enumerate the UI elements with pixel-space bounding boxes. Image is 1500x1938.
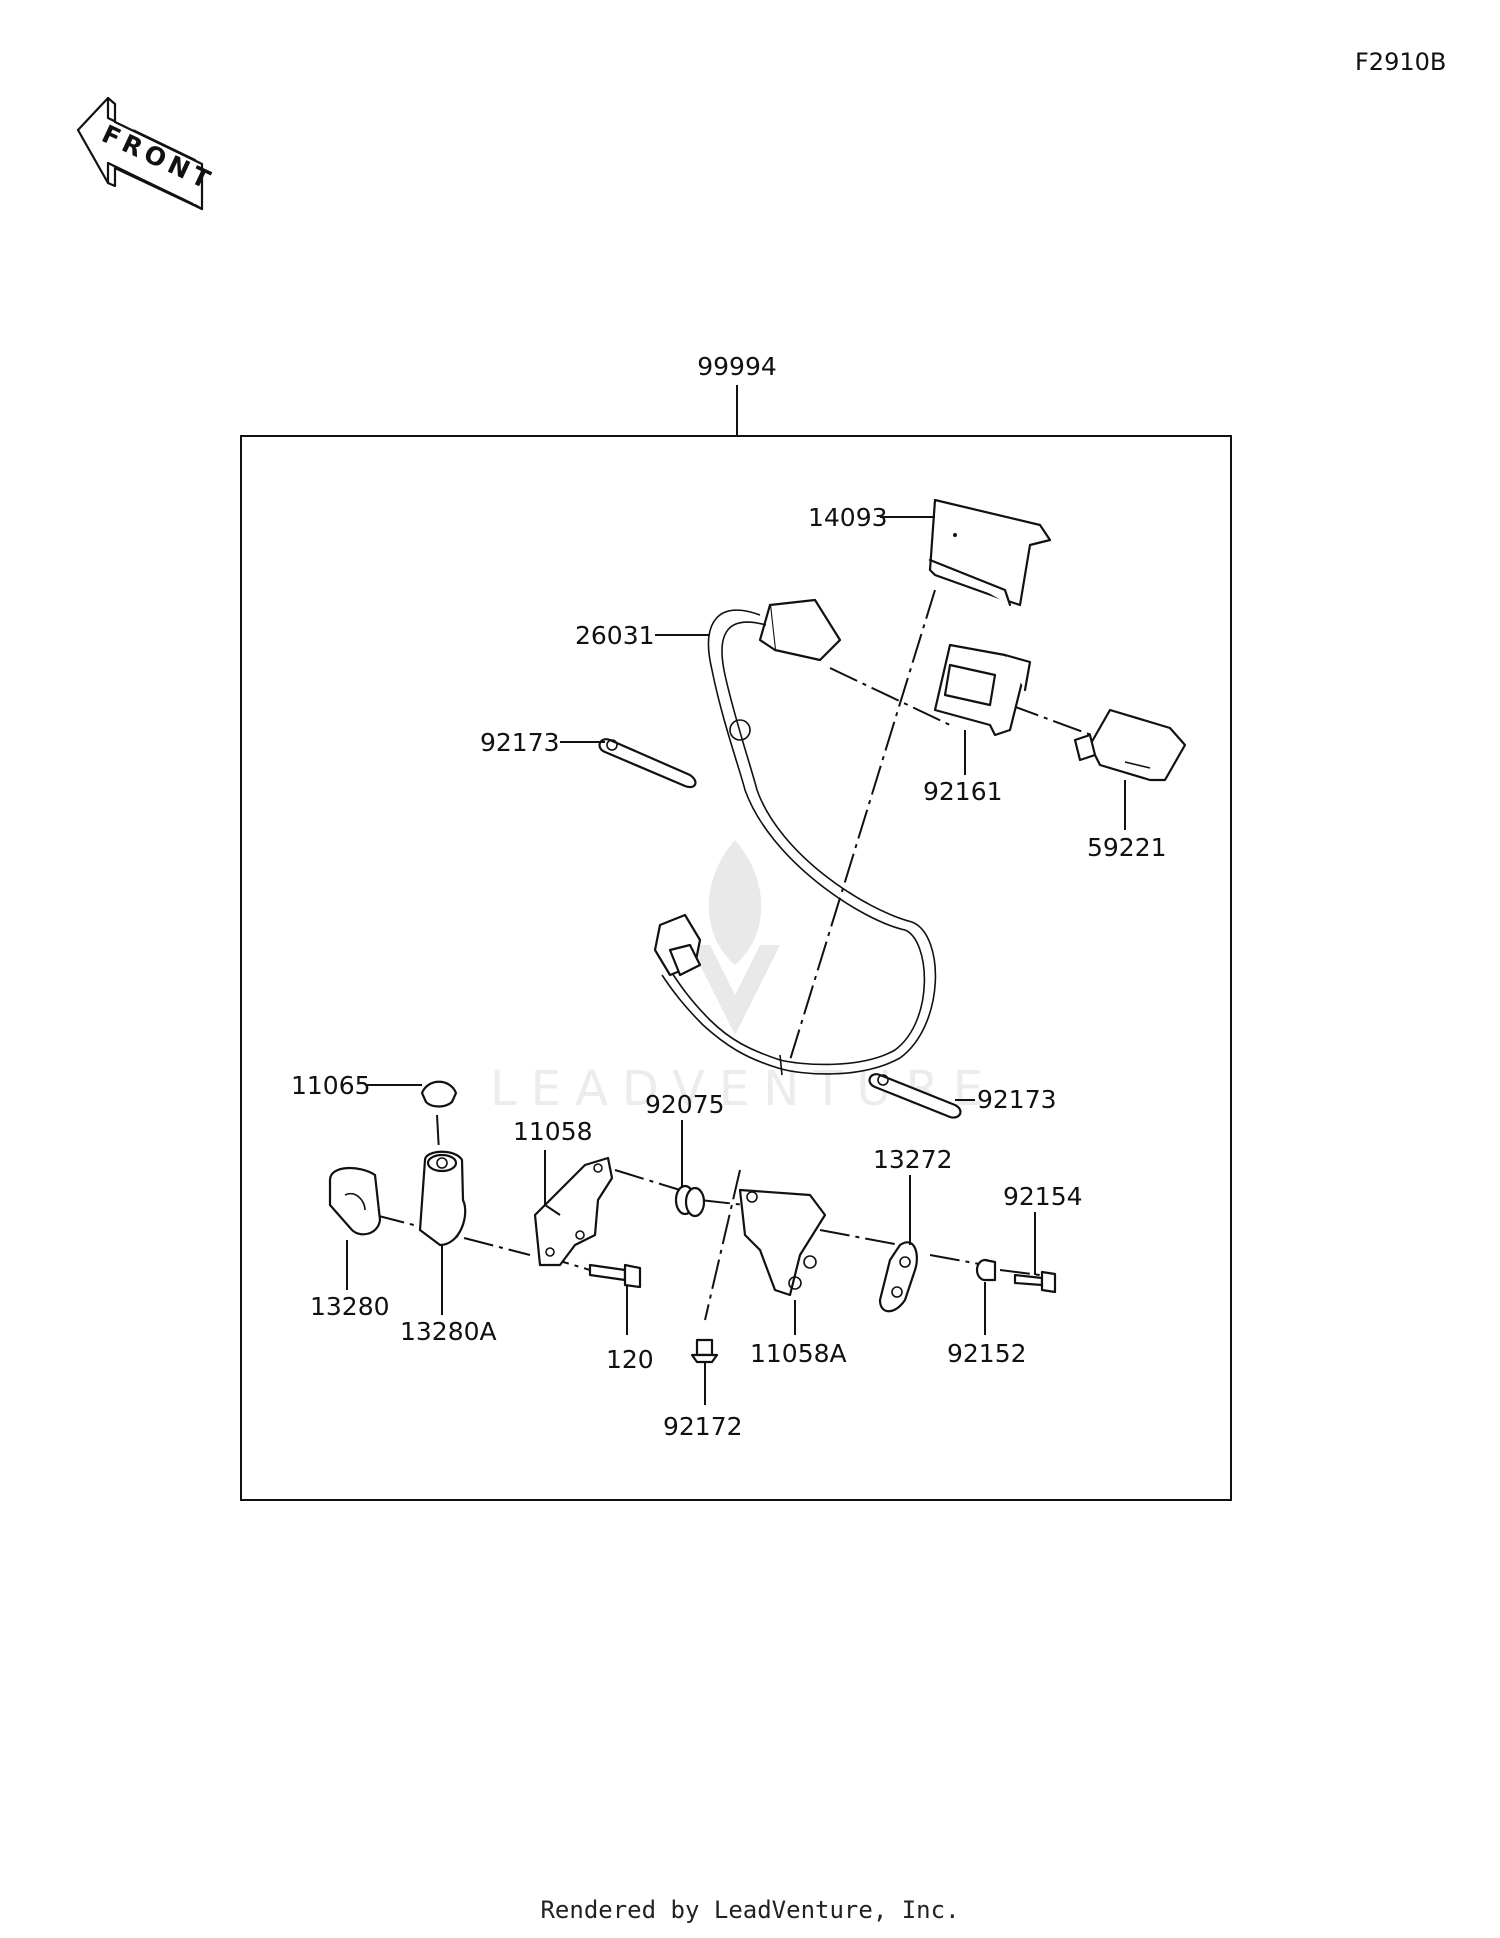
part-14093-cover[interactable] xyxy=(928,498,1052,607)
label-26031: 26031 xyxy=(575,621,655,650)
watermark-logo: LEADVENTURE xyxy=(490,840,997,1117)
part-11058-bracket[interactable] xyxy=(533,1156,614,1267)
assembly-frame xyxy=(240,435,1232,1501)
label-13272: 13272 xyxy=(873,1145,953,1174)
part-92152-collar[interactable] xyxy=(975,1258,997,1282)
label-13280A: 13280A xyxy=(400,1317,497,1346)
label-13280: 13280 xyxy=(310,1292,390,1321)
label-11058: 11058 xyxy=(513,1117,593,1146)
part-92173-band-upper[interactable] xyxy=(598,738,697,789)
part-13280-clamp[interactable] xyxy=(328,1167,382,1236)
label-92075: 92075 xyxy=(645,1090,725,1119)
diagram-code: F2910B xyxy=(1355,48,1447,76)
label-120: 120 xyxy=(606,1345,654,1374)
part-120-bolt[interactable] xyxy=(588,1263,642,1289)
part-92172-screw[interactable] xyxy=(690,1338,719,1364)
footer-credit: Rendered by LeadVenture, Inc. xyxy=(540,1896,960,1924)
label-92172: 92172 xyxy=(663,1412,743,1441)
label-11058A: 11058A xyxy=(750,1339,847,1368)
part-13280A-clamp[interactable] xyxy=(418,1150,467,1247)
label-11065: 11065 xyxy=(291,1071,371,1100)
part-92154-bolt[interactable] xyxy=(1013,1270,1057,1294)
part-11065-cap[interactable] xyxy=(420,1080,458,1108)
part-92173-band-lower[interactable] xyxy=(868,1073,962,1119)
part-92161-holder[interactable] xyxy=(933,643,1032,737)
label-92152: 92152 xyxy=(947,1339,1027,1368)
label-59221: 59221 xyxy=(1087,833,1167,862)
label-92154: 92154 xyxy=(1003,1182,1083,1211)
part-26031-harness[interactable] xyxy=(653,598,937,1076)
label-99994: 99994 xyxy=(697,352,777,381)
label-14093: 14093 xyxy=(808,503,888,532)
part-92075-grommet[interactable] xyxy=(674,1184,706,1218)
label-92161: 92161 xyxy=(923,777,1003,806)
label-92173-lower: 92173 xyxy=(977,1085,1057,1114)
part-11058A-bracket[interactable] xyxy=(738,1188,827,1297)
watermark-text: LEADVENTURE xyxy=(490,1061,997,1117)
front-arrow-icon: FRONT xyxy=(76,96,219,211)
part-59221-module[interactable] xyxy=(1073,708,1187,782)
label-92173-upper: 92173 xyxy=(480,728,560,757)
part-13272-plate[interactable] xyxy=(878,1241,918,1313)
